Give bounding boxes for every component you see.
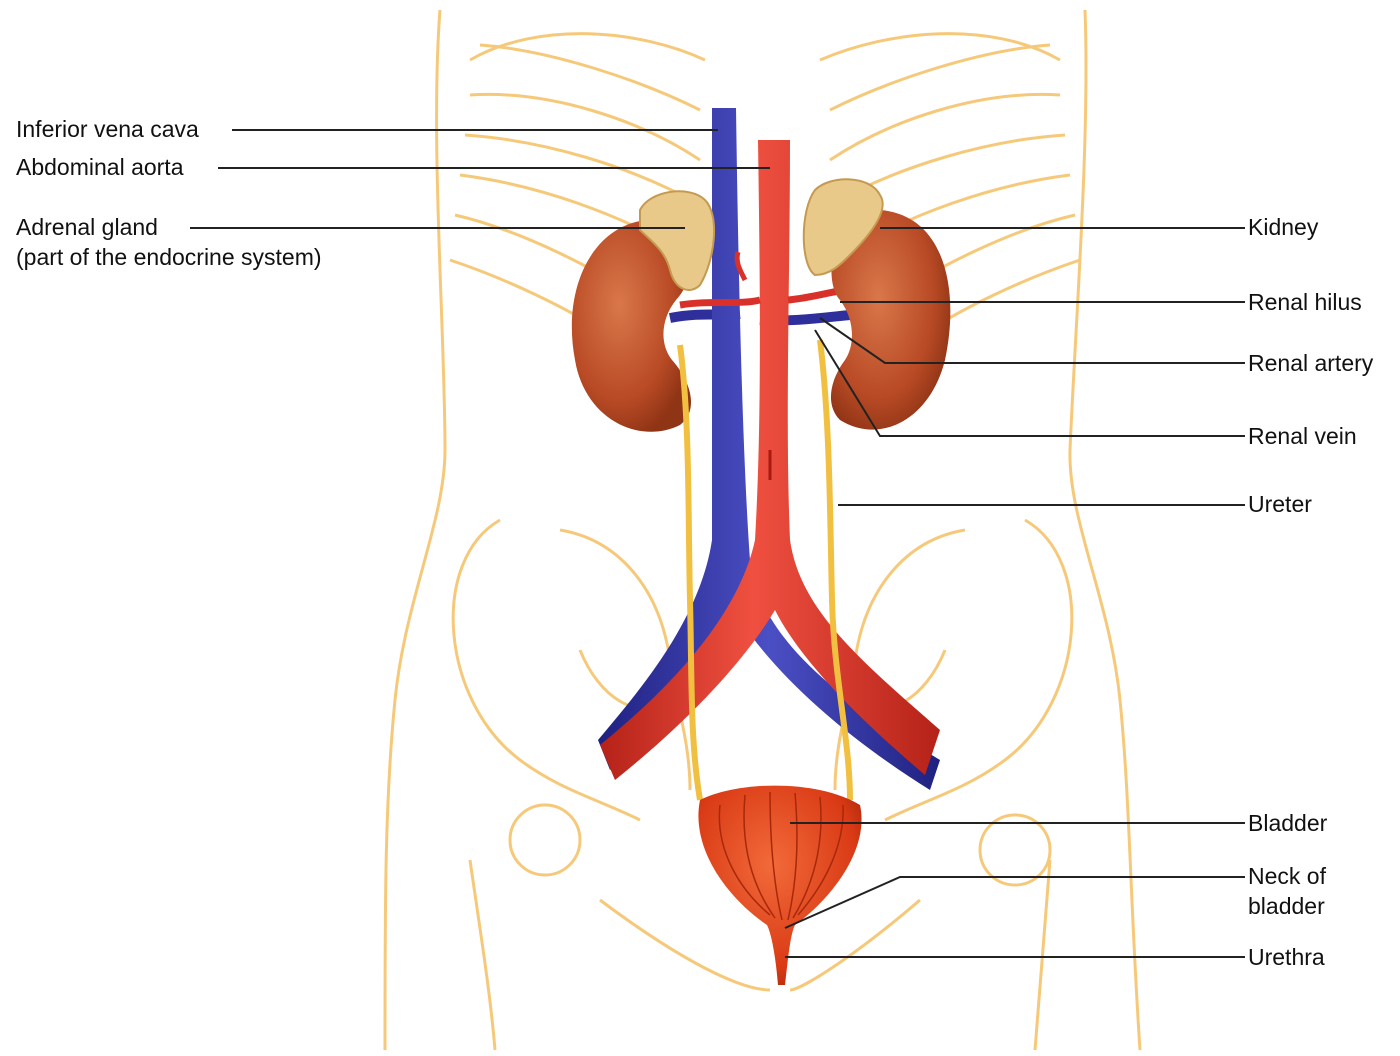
label-renal-hilus: Renal hilus <box>1248 287 1362 317</box>
label-urethra: Urethra <box>1248 942 1325 972</box>
label-abdominal-aorta: Abdominal aorta <box>16 152 184 182</box>
label-adrenal-gland-note: (part of the endocrine system) <box>16 242 322 272</box>
label-adrenal-gland: Adrenal gland <box>16 212 158 242</box>
label-kidney: Kidney <box>1248 212 1318 242</box>
label-renal-vein: Renal vein <box>1248 421 1357 451</box>
bladder <box>698 786 861 985</box>
label-inferior-vena-cava: Inferior vena cava <box>16 114 199 144</box>
label-ureter: Ureter <box>1248 489 1312 519</box>
label-bladder: Bladder <box>1248 808 1327 838</box>
label-neck-of-bladder-line1: Neck of <box>1248 861 1326 891</box>
label-renal-artery: Renal artery <box>1248 348 1373 378</box>
label-neck-of-bladder-line2: bladder <box>1248 891 1325 921</box>
left-renal-artery <box>680 300 760 305</box>
